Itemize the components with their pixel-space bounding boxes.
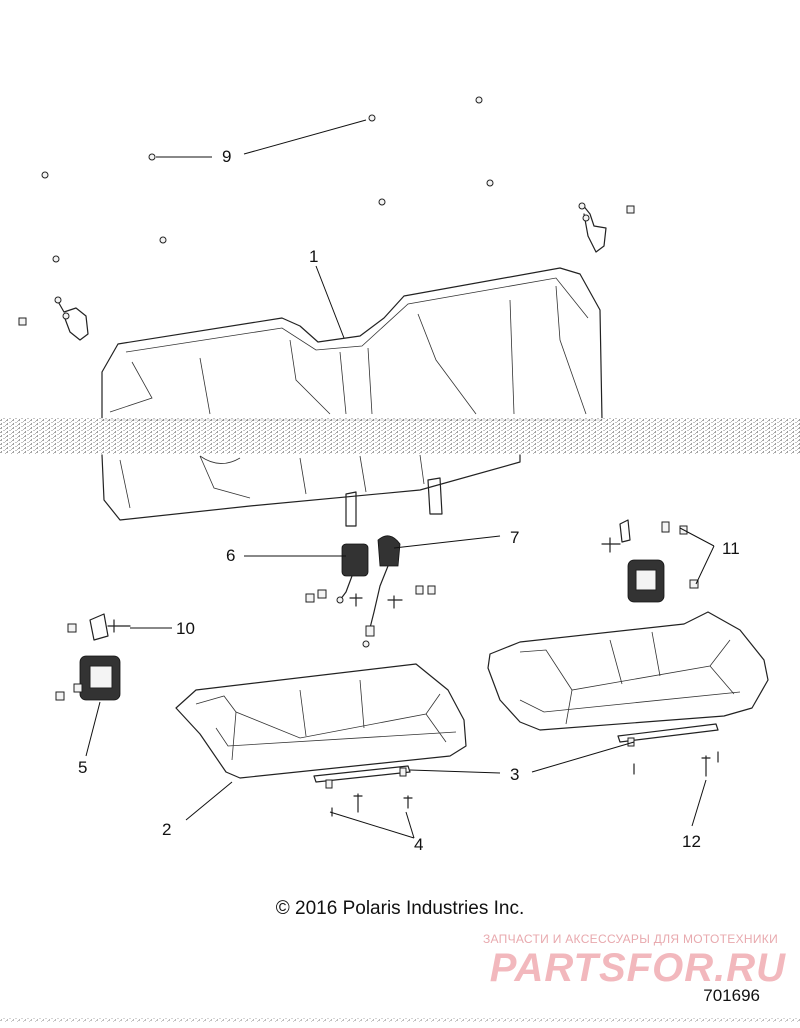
- bolts-4: [331, 793, 413, 817]
- callout-12: 12: [682, 832, 701, 851]
- center-fasteners: [305, 585, 436, 609]
- seat-belt-buckle-6: [336, 543, 369, 604]
- watermark-tagline: ЗАПЧАСТИ И АКСЕССУАРЫ ДЛЯ МОТОТЕХНИКИ: [482, 932, 778, 946]
- seat-latch-assembly-11: [601, 519, 699, 603]
- hardware-fasteners: [18, 96, 635, 326]
- watermark-brand: PARTSFOR.RU: [489, 946, 786, 990]
- leader-lines: [85, 119, 715, 839]
- bolt-10-hardware: [67, 613, 131, 641]
- callout-1: 1: [309, 247, 318, 266]
- bottom-scan-artifact: [0, 1018, 800, 1022]
- seat-bottom-left: [175, 663, 467, 779]
- callout-7: 7: [510, 528, 519, 547]
- scan-artifact-band: [0, 418, 800, 454]
- copyright-notice: © 2016 Polaris Industries Inc.: [275, 898, 525, 919]
- seat-back: [101, 267, 603, 521]
- callout-5: 5: [78, 758, 87, 777]
- callout-labels: 1 9 6 7 11 10 5 3 2 4 12: [78, 147, 740, 854]
- seat-bottom-right: [487, 611, 769, 731]
- callout-4: 4: [414, 835, 423, 854]
- mount-brackets: [345, 477, 443, 527]
- seat-bottom-left-bracket: [313, 765, 411, 789]
- seat-latch-left: [54, 296, 89, 341]
- callout-6: 6: [226, 546, 235, 565]
- seat-latch-right: [578, 202, 607, 253]
- callout-2: 2: [162, 820, 171, 839]
- seat-belt-buckle-7: [362, 535, 401, 648]
- seat-latch-assembly-5: [55, 655, 121, 701]
- figure-number: 701696: [703, 986, 760, 1005]
- callout-3: 3: [510, 765, 519, 784]
- callout-11: 11: [722, 539, 740, 558]
- callout-9: 9: [222, 147, 231, 166]
- bolts-12: [633, 751, 719, 777]
- callout-10: 10: [176, 619, 195, 638]
